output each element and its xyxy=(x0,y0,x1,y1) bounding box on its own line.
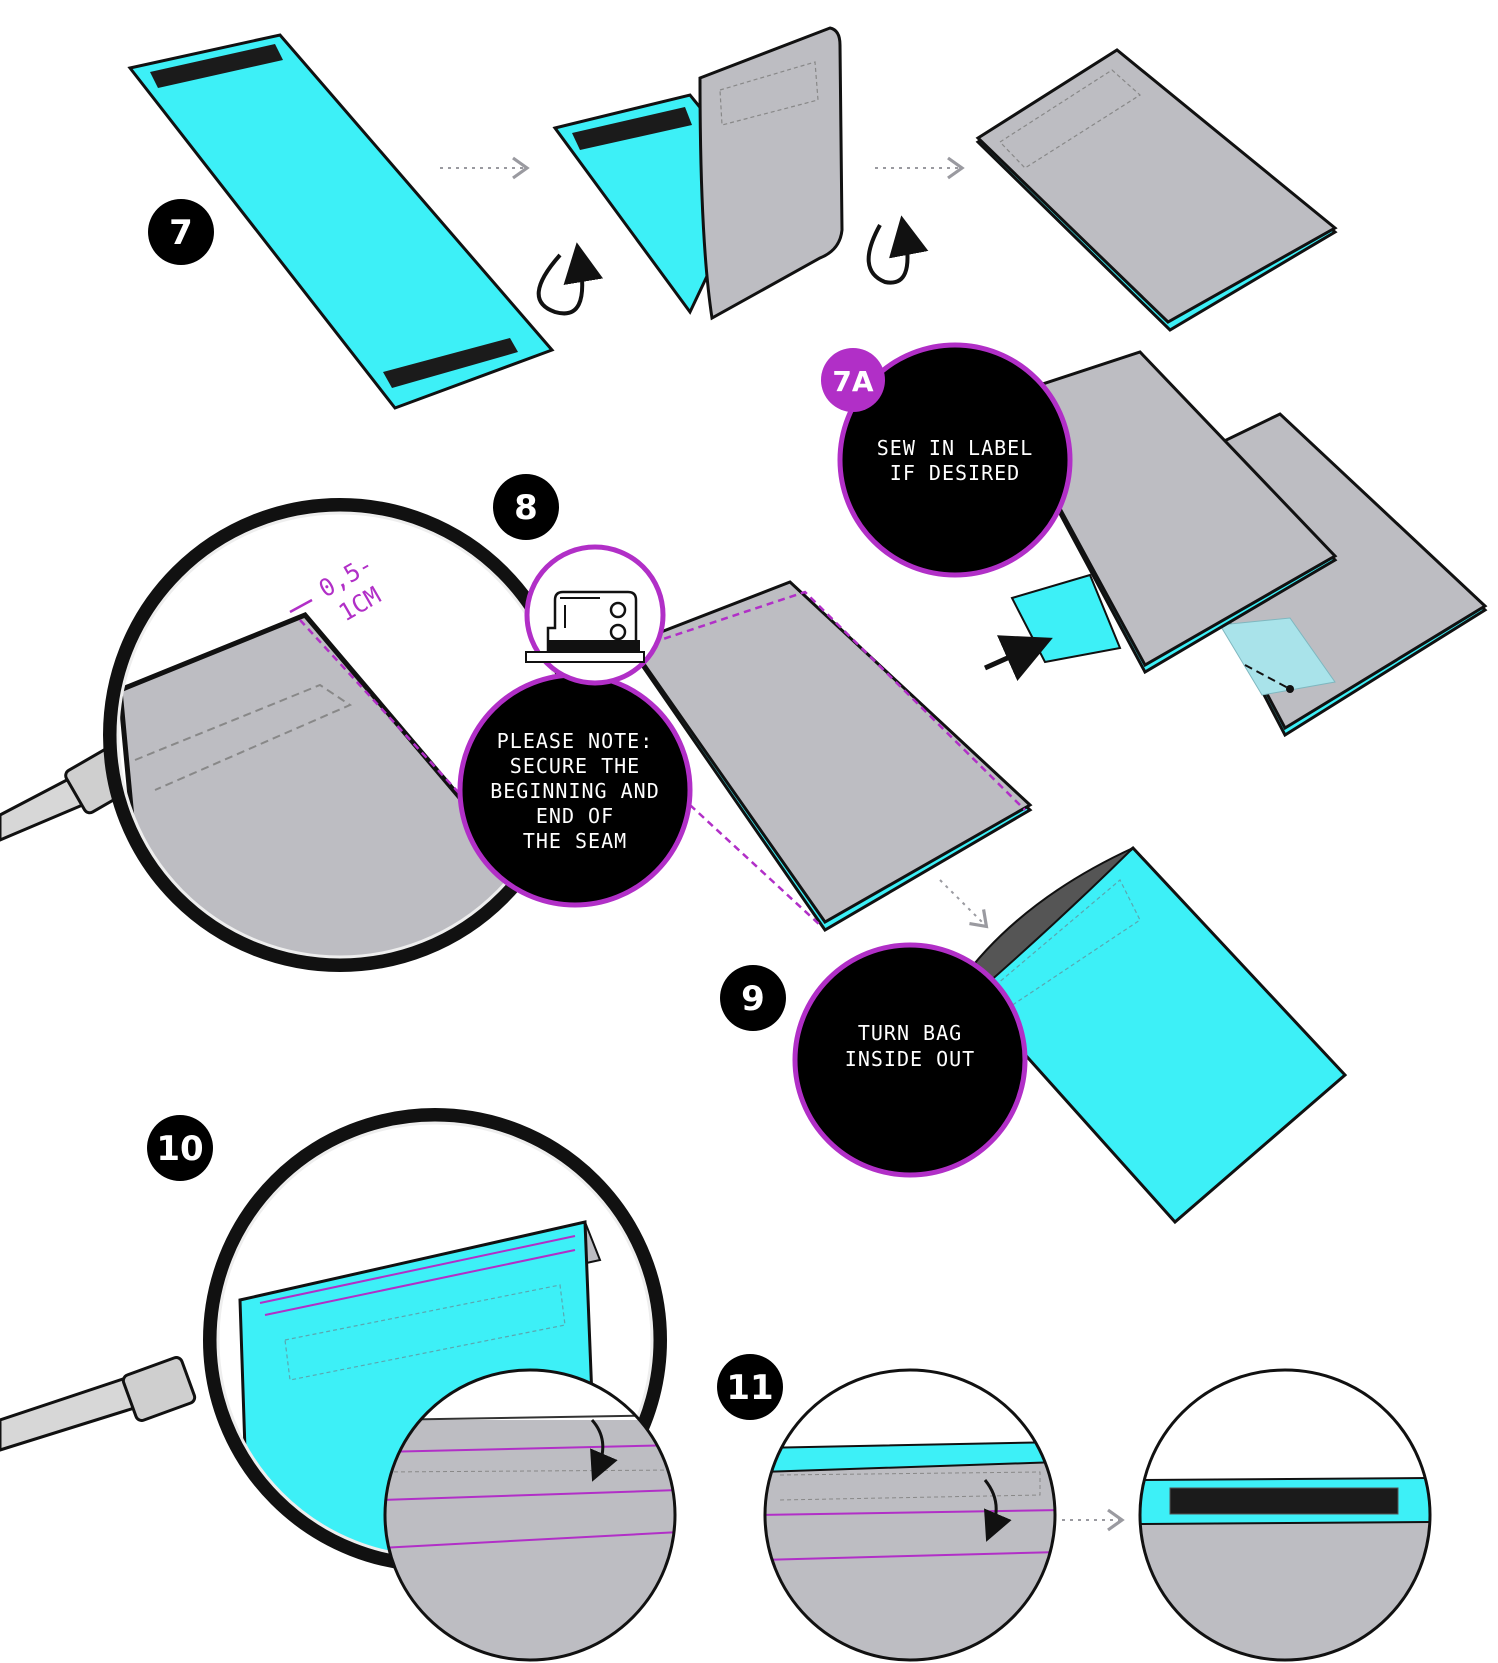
step-10-badge: 10 xyxy=(147,1115,213,1181)
step-8-machine-callout xyxy=(526,547,663,683)
svg-text:7A: 7A xyxy=(832,365,873,398)
step-11-badge: 11 xyxy=(717,1354,783,1420)
fold-arrow-icon xyxy=(869,225,908,283)
step-8-note-callout: PLEASE NOTE: SECURE THE BEGINNING AND EN… xyxy=(460,675,690,905)
caption-line: BEGINNING AND xyxy=(490,779,660,803)
step-7-badge: 7 xyxy=(148,199,214,265)
step-8-badge: 8 xyxy=(493,474,559,540)
caption-line: END OF xyxy=(536,804,614,828)
caption-line: SEW IN LABEL xyxy=(877,436,1034,460)
caption-line: IF DESIRED xyxy=(890,461,1020,485)
step-7-folding-fabric xyxy=(555,28,842,318)
step-8-folded-fabric xyxy=(630,582,1030,930)
caption-line: INSIDE OUT xyxy=(845,1047,975,1071)
svg-text:7: 7 xyxy=(169,213,193,253)
caption-line: TURN BAG xyxy=(858,1021,962,1045)
step-11-detail-velcro xyxy=(1135,1365,1435,1663)
caption-line: THE SEAM xyxy=(523,829,627,853)
caption-line: SECURE THE xyxy=(510,754,640,778)
caption-line: PLEASE NOTE: xyxy=(497,729,654,753)
dotted-arrow-icon xyxy=(940,880,985,925)
svg-text:10: 10 xyxy=(156,1129,203,1169)
step-9-callout: TURN BAG INSIDE OUT xyxy=(795,945,1025,1175)
svg-text:9: 9 xyxy=(741,979,765,1019)
svg-text:11: 11 xyxy=(726,1368,773,1408)
step-9-badge: 9 xyxy=(720,965,786,1031)
step-11-detail-fold xyxy=(760,1365,1060,1663)
pointer-arrow-icon xyxy=(985,648,1030,668)
step-7a-badge: 7A xyxy=(821,348,885,412)
svg-text:8: 8 xyxy=(514,488,538,528)
fold-arrow-icon xyxy=(539,255,583,313)
step-7-folded-fabric xyxy=(978,50,1335,330)
